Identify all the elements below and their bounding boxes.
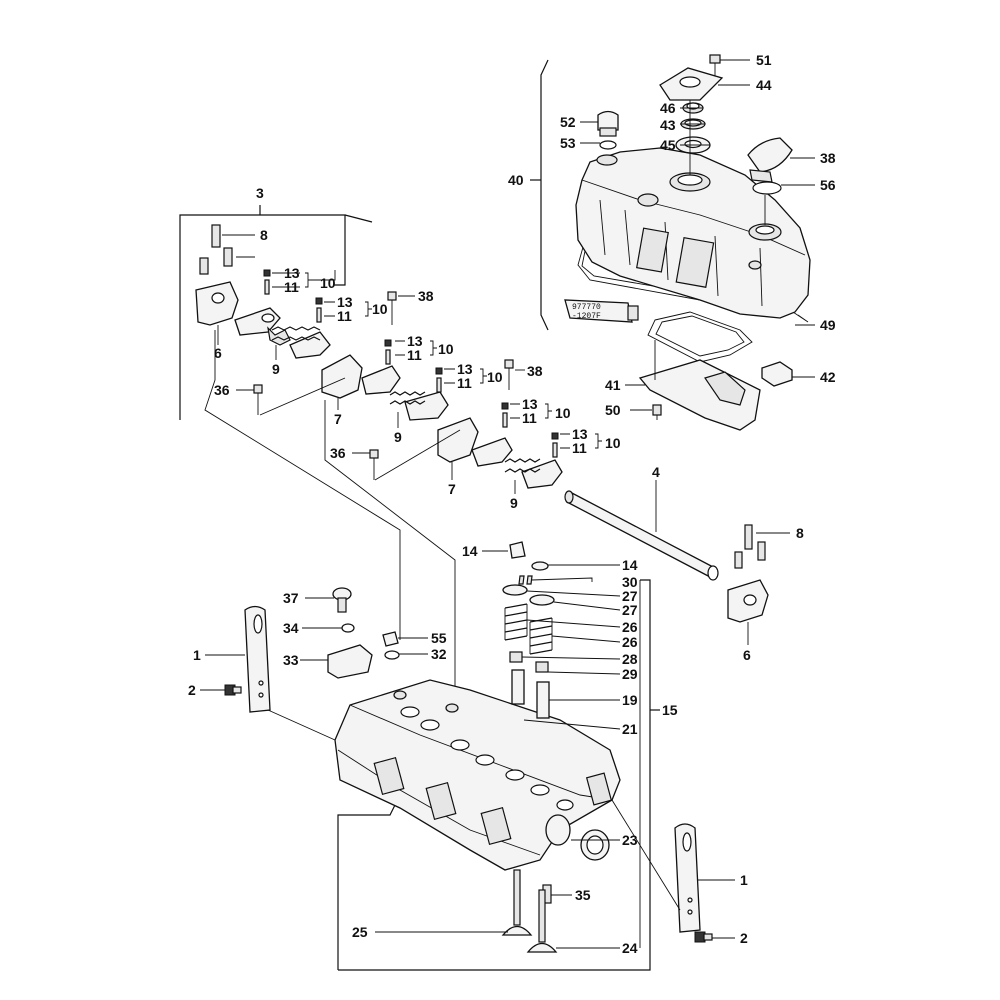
label-8-left: 8: [260, 227, 268, 243]
cylinder-head: [334, 679, 621, 904]
label-45: 45: [660, 137, 676, 153]
label-10-c: 10: [438, 341, 454, 357]
label-51: 51: [756, 52, 772, 68]
label-34: 34: [283, 620, 299, 636]
label-44: 44: [756, 77, 772, 93]
label-29: 29: [622, 666, 638, 682]
label-11-f: 11: [572, 440, 587, 456]
label-50: 50: [605, 402, 621, 418]
label-40: 40: [508, 172, 524, 188]
label-1-right: 1: [740, 872, 748, 888]
label-53: 53: [560, 135, 576, 151]
label-33: 33: [283, 652, 299, 668]
label-9-c: 9: [510, 495, 518, 511]
part-number-labels: 51 44 46 43 45 52 53 40 38 56 49 41 42 5…: [188, 52, 836, 956]
label-10-a: 10: [320, 275, 336, 291]
label-10-d: 10: [487, 369, 503, 385]
label-2-right: 2: [740, 930, 748, 946]
label-14-b: 14: [622, 557, 638, 573]
label-6-left: 6: [214, 345, 222, 361]
spring-9b: [389, 391, 426, 405]
label-27-b: 27: [622, 602, 638, 618]
label-56: 56: [820, 177, 836, 193]
label-9-a: 9: [272, 361, 280, 377]
label-11-e: 11: [522, 410, 537, 426]
label-36-b: 36: [330, 445, 346, 461]
label-10-b: 10: [372, 301, 388, 317]
label-11-a: 11: [284, 279, 299, 295]
label-13-e: 13: [522, 396, 538, 412]
label-14-a: 14: [462, 543, 478, 559]
label-9-b: 9: [394, 429, 402, 445]
label-7-a: 7: [334, 411, 342, 427]
label-11-c: 11: [407, 347, 422, 363]
valve-spring-left: [504, 603, 528, 641]
label-10-f: 10: [605, 435, 621, 451]
label-21: 21: [622, 721, 638, 737]
label-15: 15: [662, 702, 678, 718]
label-13-b: 13: [337, 294, 353, 310]
sealant-tube: 977770 -1207F: [564, 299, 639, 323]
label-42: 42: [820, 369, 836, 385]
sealant-tube-code: 977770: [572, 303, 601, 312]
label-52: 52: [560, 114, 576, 130]
valve-train-parts: [224, 541, 713, 953]
valve-spring-right: [529, 617, 553, 655]
label-11-b: 11: [337, 308, 352, 324]
label-13-f: 13: [572, 426, 588, 442]
label-37: 37: [283, 590, 299, 606]
label-41: 41: [605, 377, 621, 393]
sealant-tube-code-suffix: -1207F: [572, 312, 601, 321]
label-4: 4: [652, 464, 660, 480]
label-32: 32: [431, 646, 447, 662]
label-25: 25: [352, 924, 368, 940]
label-46: 46: [660, 100, 676, 116]
label-26-b: 26: [622, 634, 638, 650]
rocker-arm-assembly: [195, 224, 769, 700]
label-23: 23: [622, 832, 638, 848]
valve-cover-assembly: 977770 -1207F: [564, 54, 811, 431]
label-38-left: 38: [418, 288, 434, 304]
label-7-b: 7: [448, 481, 456, 497]
label-1-left: 1: [193, 647, 201, 663]
group-brackets: [179, 59, 660, 971]
label-6-right: 6: [743, 647, 751, 663]
label-27-a: 27: [622, 588, 638, 604]
label-2-left: 2: [188, 682, 196, 698]
label-13-c: 13: [407, 333, 423, 349]
label-13-d: 13: [457, 361, 473, 377]
label-24: 24: [622, 940, 638, 956]
spring-9a: [271, 326, 321, 341]
label-38-mid: 38: [527, 363, 543, 379]
label-30: 30: [622, 574, 638, 590]
label-11-d: 11: [457, 375, 472, 391]
label-19: 19: [622, 692, 638, 708]
label-8-right: 8: [796, 525, 804, 541]
label-3: 3: [256, 185, 264, 201]
label-35: 35: [575, 887, 591, 903]
label-49: 49: [820, 317, 836, 333]
label-36-a: 36: [214, 382, 230, 398]
label-28: 28: [622, 651, 638, 667]
leader-lines: [200, 59, 815, 949]
label-10-e: 10: [555, 405, 571, 421]
label-55: 55: [431, 630, 447, 646]
label-43: 43: [660, 117, 676, 133]
spring-9c: [504, 458, 541, 473]
label-38-cap: 38: [820, 150, 836, 166]
label-13-a: 13: [284, 265, 300, 281]
label-26-a: 26: [622, 619, 638, 635]
